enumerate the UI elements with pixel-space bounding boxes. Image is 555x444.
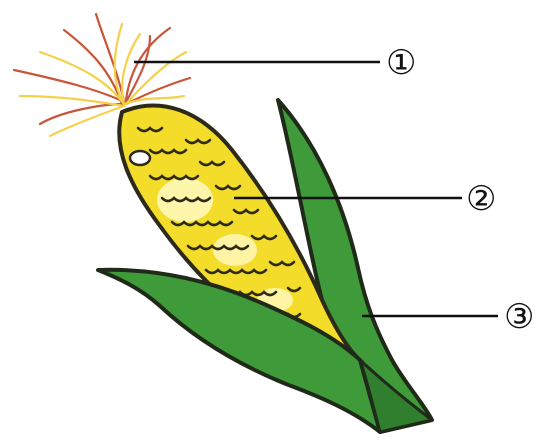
label-2: ② — [466, 179, 496, 219]
label-1: ① — [386, 43, 416, 83]
cob-tip-kernel — [130, 151, 150, 165]
label-3: ③ — [504, 297, 534, 337]
